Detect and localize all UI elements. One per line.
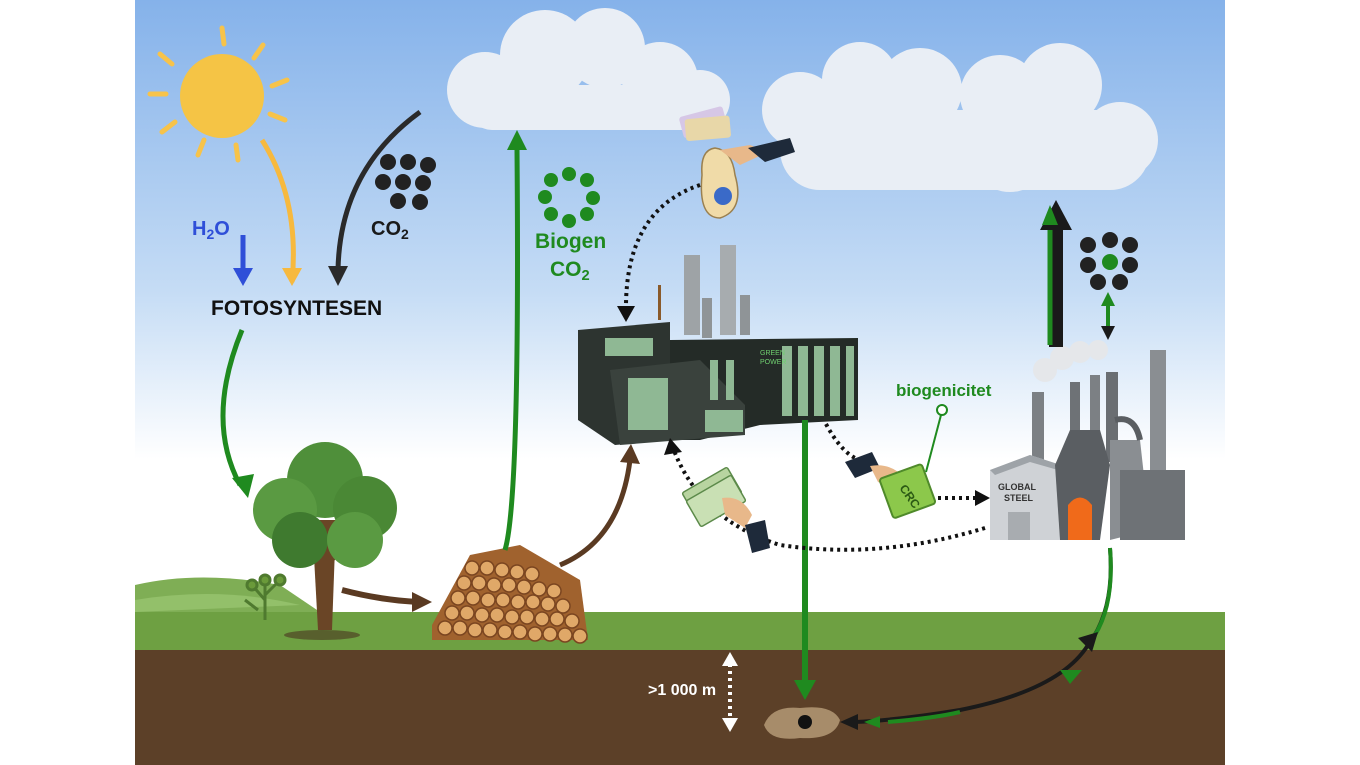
molecule-icon [1080, 232, 1138, 290]
grass-strip [135, 612, 1225, 650]
underground [135, 650, 1225, 765]
biogen-co2-label: CO2 [550, 258, 590, 285]
crc-issue-dotted-arrow [824, 423, 857, 460]
molecule-icon [375, 154, 436, 210]
green-power-label-1: GREEN [760, 350, 785, 357]
biogenicitet-pin [936, 404, 948, 416]
h2o-label: H2O [192, 218, 230, 243]
cash-hand-icon [681, 466, 770, 553]
biogen-release-arrow [502, 149, 520, 551]
sun-icon [147, 25, 290, 163]
log-pile-icon [432, 545, 588, 644]
fotosyntesen-label: FOTOSYNTESEN [211, 297, 383, 320]
money-bag-icon [679, 106, 795, 219]
shrub-icon [244, 573, 287, 620]
certificate-icon: CRC [845, 452, 937, 519]
sunlight-arrow [259, 138, 296, 283]
biogenicitet-label: biogenicitet [896, 381, 992, 400]
hill-light [135, 594, 300, 612]
factory-icon: GREEN POWER [578, 245, 858, 445]
storage-cavity-icon [764, 707, 840, 739]
cloud-icon [762, 42, 1158, 192]
co2-label: CO2 [371, 218, 409, 243]
payment-to-factory-dotted-arrow [623, 183, 701, 311]
photosynthesis-to-tree-arrow [220, 329, 245, 487]
global-steel-label-1: GLOBAL [998, 482, 1036, 492]
steel-plant-icon: GLOBAL STEEL [990, 340, 1185, 540]
global-steel-label-2: STEEL [1004, 493, 1034, 503]
green-power-label-2: POWER [760, 359, 786, 366]
tree-to-logs-arrow [341, 587, 419, 605]
co2-intake-arrow [335, 109, 422, 271]
molecule-icon [538, 167, 600, 228]
biogen-label: Biogen [535, 230, 607, 253]
logs-to-factory-arrow [559, 459, 633, 568]
cloud-icon [447, 8, 730, 130]
tree-icon [253, 442, 397, 640]
depth-label: >1 000 m [648, 682, 717, 699]
